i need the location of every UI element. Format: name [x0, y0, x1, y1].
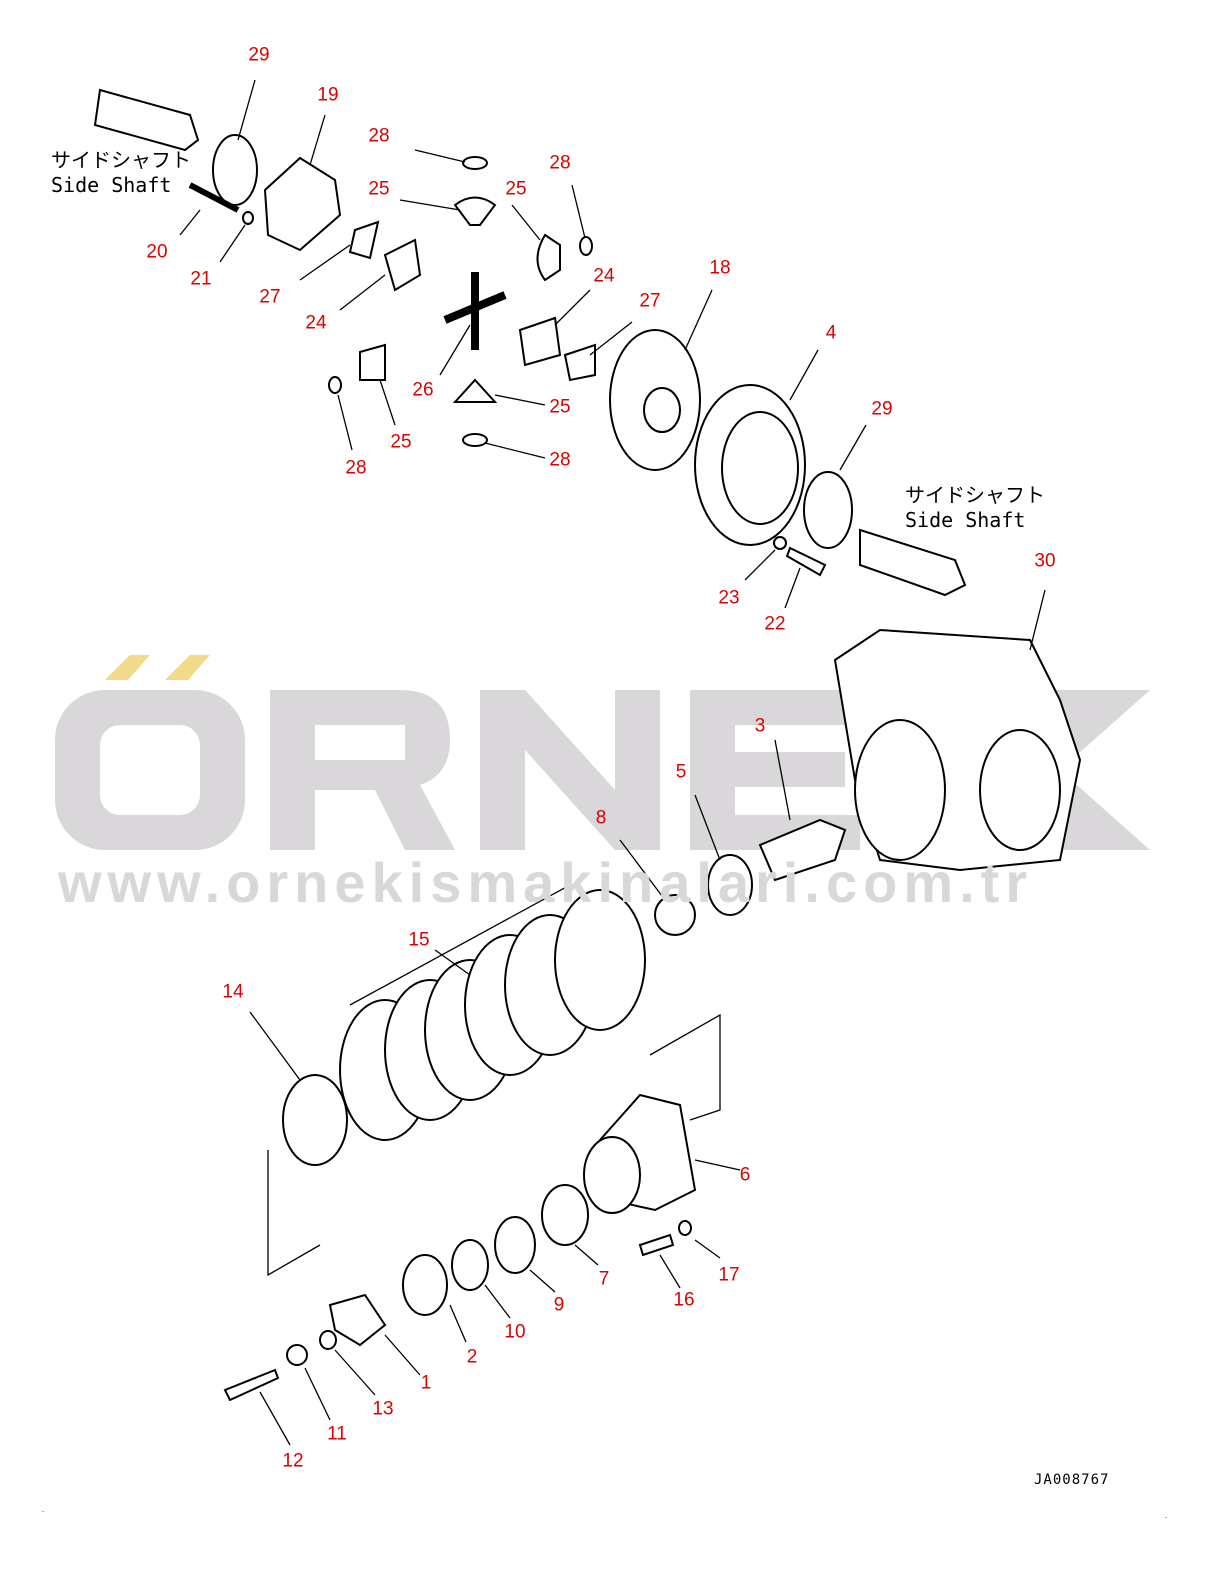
callout-number: 2 — [466, 1346, 478, 1368]
callout-number: 12 — [282, 1450, 304, 1472]
callout-number: 29 — [248, 44, 270, 66]
leader-lines — [179, 79, 1046, 1446]
callout-number: 5 — [675, 761, 687, 783]
callout-number: 1 — [420, 1372, 432, 1394]
callout-number: 24 — [305, 312, 327, 334]
side-shaft-en: Side Shaft — [905, 508, 1026, 532]
coupling-1 — [328, 1293, 387, 1347]
callout-number: 28 — [549, 152, 571, 174]
svg-text:.: . — [1165, 1511, 1167, 1520]
cage-6 — [583, 1093, 697, 1214]
callout-number: 25 — [549, 396, 571, 418]
callout-number: 4 — [825, 322, 837, 344]
bearing-29-right — [803, 471, 853, 549]
callout-number: 26 — [412, 379, 434, 401]
pinion-3 — [758, 818, 847, 882]
callout-number: 18 — [709, 257, 731, 279]
callout-number: 10 — [504, 1321, 526, 1343]
callout-number: 25 — [390, 431, 412, 453]
o-ring-14 — [282, 1074, 348, 1166]
callout-number: 28 — [368, 125, 390, 147]
callout-number: 22 — [764, 613, 786, 635]
side-shaft-label-right: サイドシャフト Side Shaft — [905, 483, 1045, 533]
callout-number: 16 — [673, 1289, 695, 1311]
drawing-code: JA008767 — [1034, 1472, 1110, 1488]
callout-number: 25 — [505, 178, 527, 200]
spider-26 — [443, 272, 507, 350]
disc-stack-15 — [339, 889, 646, 1141]
diff-case-18 — [609, 329, 701, 471]
callout-number: 27 — [259, 286, 281, 308]
callout-number: 20 — [146, 241, 168, 263]
callout-number: 13 — [372, 1398, 394, 1420]
callout-number: 28 — [549, 449, 571, 471]
callout-number: 28 — [345, 457, 367, 479]
callout-number: 29 — [871, 398, 893, 420]
callout-number: 27 — [639, 290, 661, 312]
callout-number: 21 — [190, 268, 212, 290]
callout-number: 25 — [368, 178, 390, 200]
housing-19 — [263, 156, 342, 252]
callout-number: 24 — [593, 265, 615, 287]
callout-number: 23 — [718, 587, 740, 609]
axle-housing-30 — [833, 628, 1082, 872]
watermark-url: www.ornekismakinalari.com.tr — [58, 851, 1034, 914]
side-shaft-jp: サイドシャフト — [905, 483, 1045, 507]
callout-number: 7 — [598, 1268, 610, 1290]
callout-number: 9 — [553, 1294, 565, 1316]
side-shaft-jp: サイドシャフト — [51, 148, 191, 172]
callout-number: 14 — [222, 981, 244, 1003]
ring-gear-4 — [694, 384, 806, 546]
side-shaft-label-left: サイドシャフト Side Shaft — [51, 148, 191, 198]
callout-number: 17 — [718, 1264, 740, 1286]
callout-number: 15 — [408, 929, 430, 951]
side-shaft-en: Side Shaft — [51, 173, 172, 197]
callout-number: 11 — [327, 1423, 347, 1445]
bearing-29-top — [212, 134, 258, 206]
callout-number: 6 — [739, 1164, 751, 1186]
callout-number: 30 — [1034, 550, 1056, 572]
bolt-20 — [188, 182, 240, 213]
callout-number: 3 — [754, 715, 766, 737]
side-shaft-right — [859, 528, 967, 597]
callout-number: 19 — [317, 84, 339, 106]
callout-number: 8 — [595, 807, 607, 829]
side-shaft-left — [93, 88, 200, 152]
svg-text:.: . — [42, 1505, 44, 1514]
